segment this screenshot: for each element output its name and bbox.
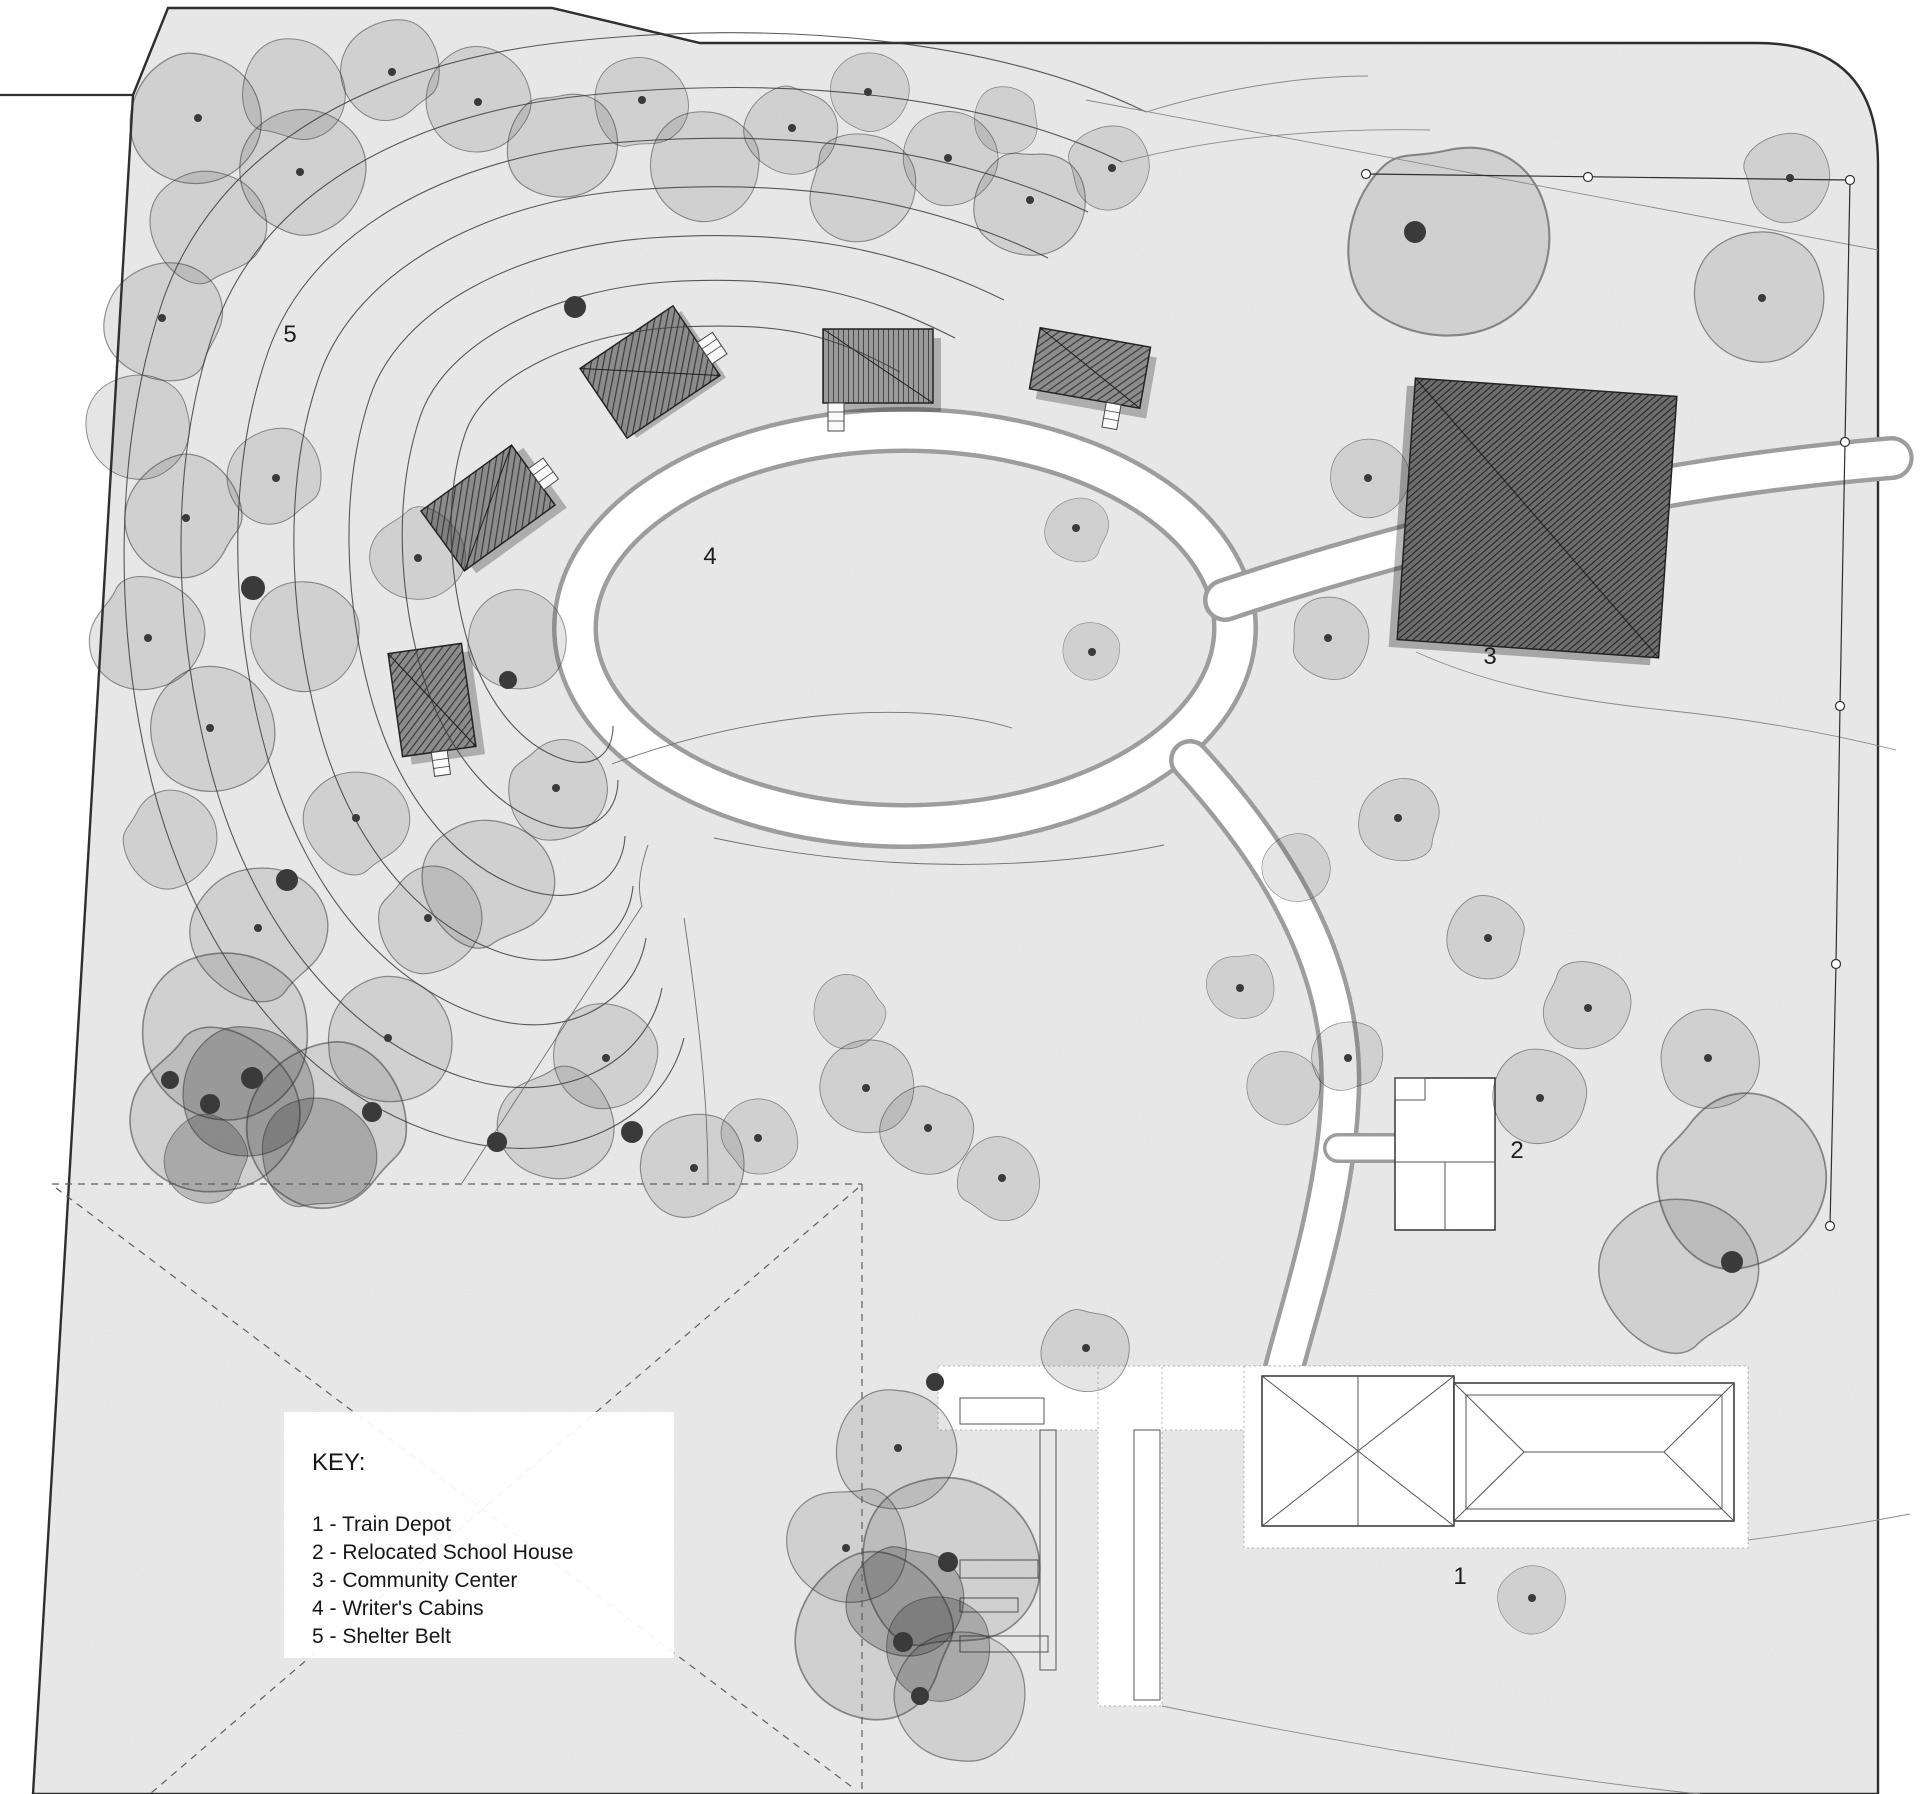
writers-cabins-group	[387, 304, 1157, 777]
label-shelter-belt: 5	[283, 321, 296, 348]
fence-post	[1834, 700, 1846, 712]
fence-post	[1844, 174, 1856, 186]
key-item-writers-cabins: 4 - Writer's Cabins	[312, 1597, 484, 1620]
key-legend: KEY: 1 - Train Depot 2 - Relocated Schoo…	[284, 1412, 674, 1658]
school-house-building	[1394, 1077, 1496, 1231]
key-item-shelter-belt: 5 - Shelter Belt	[312, 1625, 451, 1648]
key-item-school-house: 2 - Relocated School House	[312, 1541, 574, 1564]
depot-south-walk	[1097, 1365, 1163, 1707]
label-train-depot: 1	[1453, 1563, 1466, 1590]
label-school-house: 2	[1510, 1137, 1523, 1164]
ancillary-structure	[1039, 1429, 1057, 1671]
fence-post	[1582, 171, 1594, 183]
train-depot-building	[1261, 1375, 1735, 1527]
fence-post	[1824, 1220, 1836, 1232]
writers-cabin	[579, 304, 728, 440]
key-heading: KEY:	[312, 1449, 365, 1476]
fence-line	[1360, 168, 1856, 1232]
fence-post	[1360, 168, 1372, 180]
key-item-community-center: 3 - Community Center	[312, 1569, 517, 1592]
tree-dots-layer	[144, 68, 1794, 1705]
community-center-building	[1388, 377, 1678, 666]
key-box	[284, 1412, 674, 1658]
shelter-belt-contours	[123, 32, 1431, 1149]
writers-cabin	[822, 328, 941, 432]
ancillary-structure	[959, 1397, 1045, 1425]
fence-post	[1830, 958, 1842, 970]
label-community-center: 3	[1483, 643, 1496, 670]
fence-post	[1839, 436, 1851, 448]
writers-cabin	[1028, 326, 1157, 431]
label-writers-cabins: 4	[703, 543, 716, 570]
plan-labels-layer: 5 4 3 2 1	[283, 321, 1523, 1590]
writers-cabin	[387, 642, 486, 777]
train-depot-complex	[937, 1365, 1749, 1707]
ancillary-structure	[1133, 1429, 1161, 1701]
key-item-train-depot: 1 - Train Depot	[312, 1513, 451, 1536]
